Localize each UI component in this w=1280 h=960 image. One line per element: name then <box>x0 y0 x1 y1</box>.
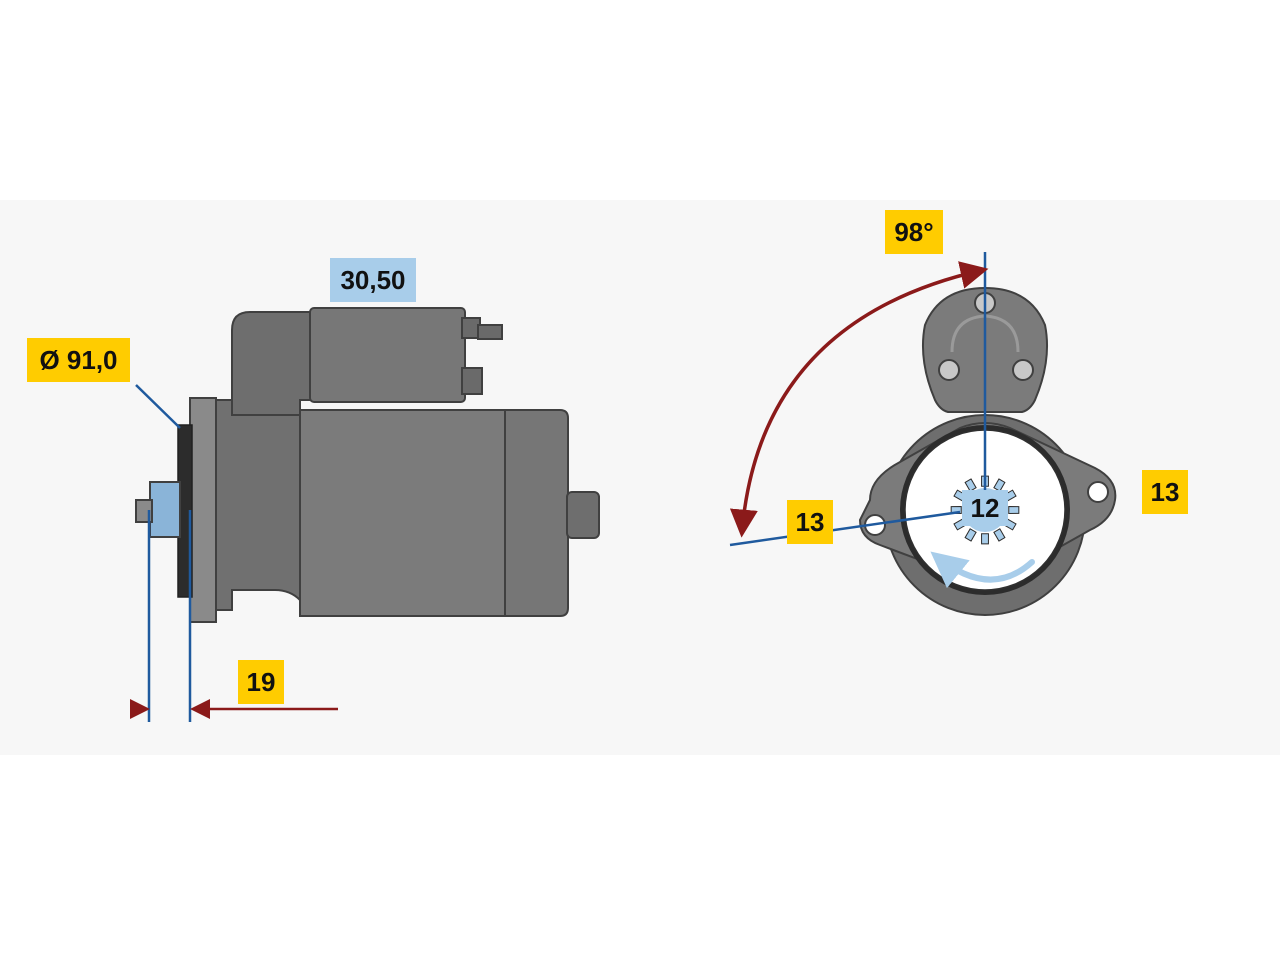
svg-text:30,50: 30,50 <box>340 265 405 295</box>
mounting-flange <box>189 397 217 623</box>
solenoid-screw-right <box>1012 359 1034 381</box>
solenoid-terminal-bottom <box>461 367 483 395</box>
angle-arc-arrow <box>729 261 989 538</box>
front-view: 98° 13 13 12 <box>729 210 1188 616</box>
svg-text:19: 19 <box>247 667 276 697</box>
rear-bearing-cap <box>566 491 600 539</box>
svg-text:12: 12 <box>971 493 1000 523</box>
motor-body <box>299 409 511 617</box>
right-hole-label: 13 <box>1142 470 1188 514</box>
rotation-arrow <box>930 551 1035 589</box>
solenoid-terminal-bolt <box>477 324 503 340</box>
motor-end-cap <box>504 409 569 617</box>
solenoid-screw-left <box>938 359 960 381</box>
svg-text:13: 13 <box>1151 477 1180 507</box>
svg-text:98°: 98° <box>894 217 933 247</box>
offset-label: 19 <box>238 660 284 704</box>
angle-label: 98° <box>885 210 943 254</box>
left-hole-label: 13 <box>787 500 833 544</box>
length-label: 30,50 <box>330 258 416 302</box>
mounting-hole-right <box>1087 481 1109 503</box>
pinion-gear <box>149 481 181 538</box>
svg-text:13: 13 <box>796 507 825 537</box>
solenoid-body <box>309 307 466 403</box>
svg-text:Ø 91,0: Ø 91,0 <box>39 345 117 375</box>
pinion-tooth <box>1008 506 1020 514</box>
drive-housing <box>214 399 301 611</box>
side-view: Ø 91,0 30,50 19 <box>27 258 600 722</box>
solenoid-bracket <box>231 311 316 416</box>
diameter-label: Ø 91,0 <box>27 338 130 382</box>
pinion-tooth <box>981 533 989 545</box>
teeth-label: 12 <box>962 490 1008 526</box>
pinion-tooth <box>993 528 1006 542</box>
diameter-leader-line <box>135 384 181 429</box>
